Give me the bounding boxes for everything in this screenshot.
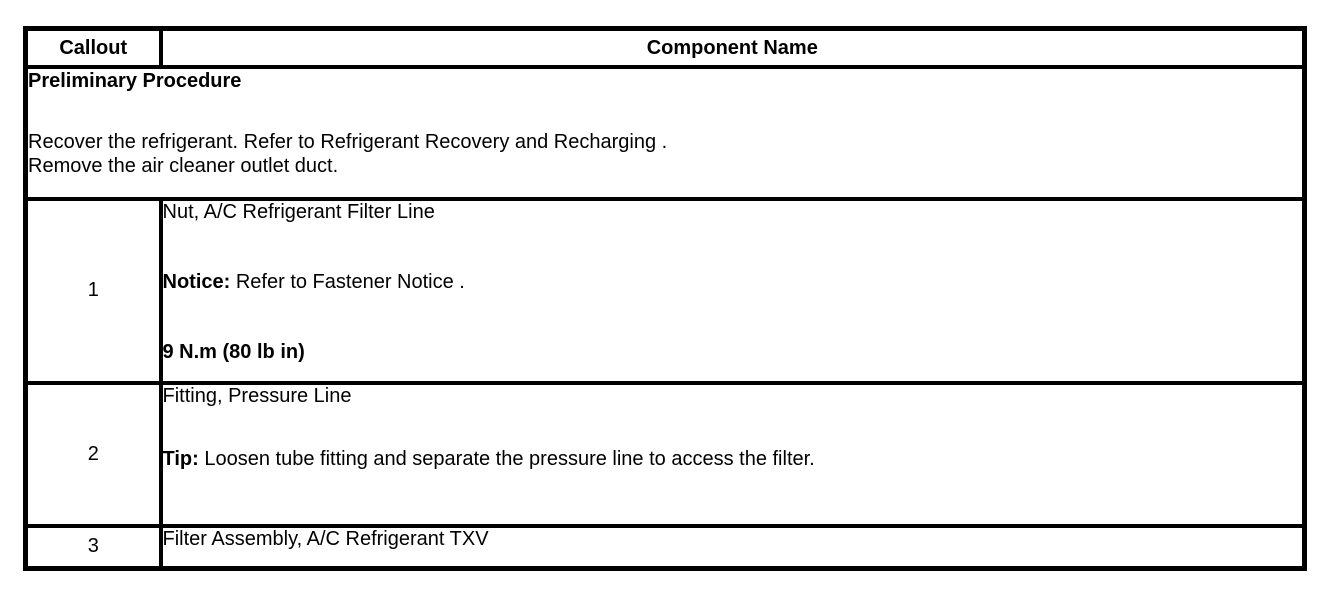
component-name: Nut, A/C Refrigerant Filter Line [162, 200, 435, 223]
component-name-column-header: Component Name [158, 26, 1307, 69]
notice-text: Refer to Fastener Notice . [230, 270, 465, 293]
preliminary-procedure-cell: Preliminary Procedure Recover the refrig… [23, 64, 1307, 201]
callout-number: 2 [23, 380, 163, 528]
callout-column-header: Callout [23, 26, 163, 69]
callout-number: 3 [23, 523, 163, 571]
table-row: 2 Fitting, Pressure Line Tip: Loosen tub… [23, 380, 1307, 528]
tip-text: Loosen tube fitting and separate the pre… [198, 447, 815, 470]
table-row: 1 Nut, A/C Refrigerant Filter Line Notic… [23, 196, 1307, 385]
table-header-row: Callout Component Name [23, 26, 1307, 69]
component-name: Filter Assembly, A/C Refrigerant TXV [162, 527, 489, 550]
preliminary-step-recover: Recover the refrigerant. Refer to Refrig… [28, 130, 668, 153]
callout-number: 1 [23, 196, 163, 385]
component-cell: Nut, A/C Refrigerant Filter Line Notice:… [158, 196, 1307, 385]
preliminary-procedure-title: Preliminary Procedure [28, 69, 242, 92]
torque-spec: 9 N.m (80 lb in) [162, 340, 305, 363]
component-callout-table: Callout Component Name Preliminary Proce… [23, 26, 1307, 571]
component-cell: Filter Assembly, A/C Refrigerant TXV [158, 523, 1307, 571]
tip-label: Tip: [162, 447, 199, 470]
preliminary-procedure-row: Preliminary Procedure Recover the refrig… [23, 64, 1307, 201]
notice-line: Notice: Refer to Fastener Notice . [163, 271, 1303, 294]
component-cell: Fitting, Pressure Line Tip: Loosen tube … [158, 380, 1307, 528]
table-row: 3 Filter Assembly, A/C Refrigerant TXV [23, 523, 1307, 571]
component-name: Fitting, Pressure Line [162, 384, 352, 407]
tip-line: Tip: Loosen tube fitting and separate th… [163, 448, 1303, 471]
preliminary-step-remove: Remove the air cleaner outlet duct. [28, 154, 339, 177]
notice-label: Notice: [162, 270, 231, 293]
